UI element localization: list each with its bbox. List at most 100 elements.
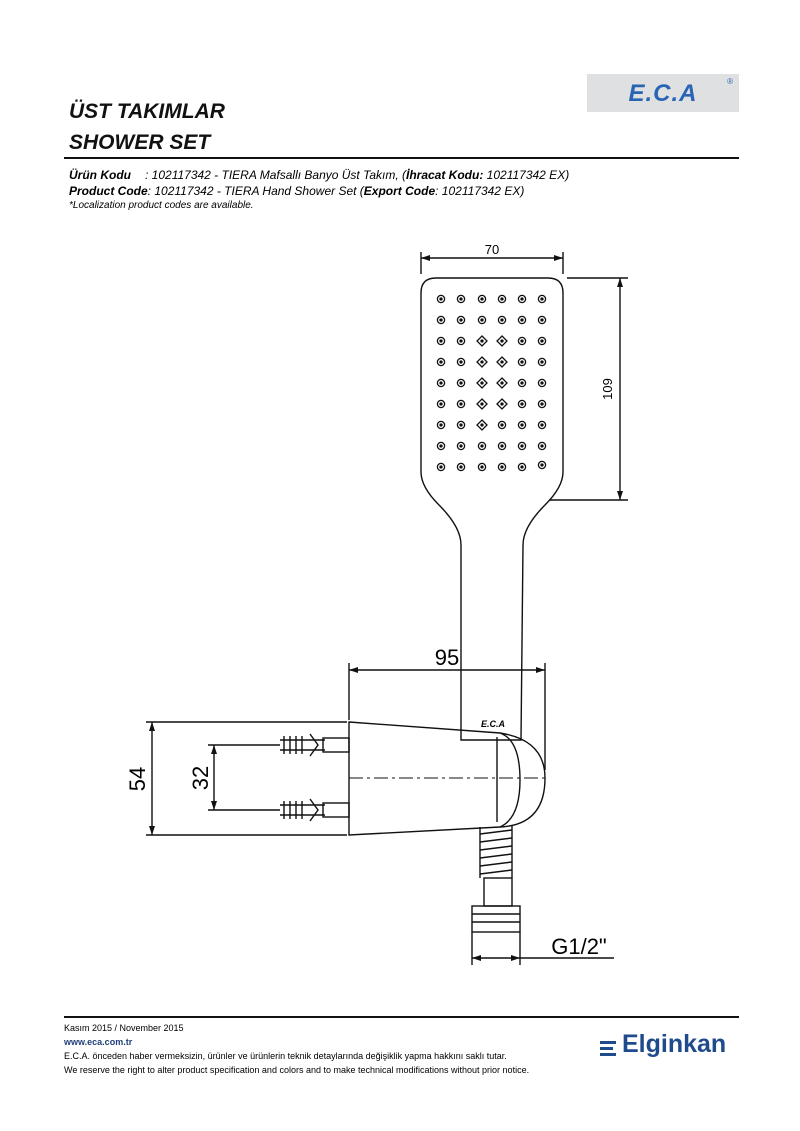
nozzle-diamond	[496, 356, 508, 368]
nozzle-diamond-dot	[480, 423, 484, 427]
nozzle-ring	[537, 378, 547, 388]
page-title-en: SHOWER SET	[69, 131, 211, 154]
nozzle-dot	[439, 381, 443, 385]
product-code-tr-label: Ürün Kodu	[69, 168, 131, 182]
nozzle-diamond	[476, 419, 488, 431]
nozzle-dot	[480, 465, 484, 469]
nozzle-ring	[517, 315, 527, 325]
dim-width-label: 70	[485, 242, 499, 257]
nozzle-diamond-dot	[480, 381, 484, 385]
nozzle-dot	[439, 444, 443, 448]
nozzle-dot	[540, 463, 544, 467]
nozzle-diamond-dot	[500, 339, 504, 343]
nozzle-ring	[436, 420, 446, 430]
nozzle-ring	[456, 441, 466, 451]
nozzle-ring	[497, 315, 507, 325]
nozzle-dot	[459, 360, 463, 364]
nozzle-ring	[517, 399, 527, 409]
nozzle-diamond	[496, 398, 508, 410]
nozzle-ring	[497, 462, 507, 472]
footer-disclaimer-en: We reserve the right to alter product sp…	[64, 1065, 530, 1075]
nozzle-ring	[456, 336, 466, 346]
nozzle-ring	[537, 399, 547, 409]
export-code-en-value: : 102117342 EX)	[435, 184, 525, 198]
nozzle-ring	[436, 294, 446, 304]
nozzle-diamond-dot	[500, 360, 504, 364]
nozzle-diamond-dot	[500, 402, 504, 406]
dim-screw-label: 32	[188, 766, 213, 790]
nozzle-diamond-dot	[480, 339, 484, 343]
nozzle-dot	[459, 381, 463, 385]
nozzle-ring	[477, 315, 487, 325]
export-code-en-label: Export Code	[363, 184, 436, 198]
nozzle-dot	[540, 444, 544, 448]
nozzle-ring	[517, 378, 527, 388]
nozzle-dot	[459, 339, 463, 343]
nozzle-dot	[459, 465, 463, 469]
nozzle-diamond	[476, 377, 488, 389]
holder-cup	[499, 732, 521, 828]
nozzle-dot	[520, 360, 524, 364]
nozzle-dot	[459, 402, 463, 406]
shower-head-outline	[420, 277, 564, 741]
nozzle-ring	[477, 441, 487, 451]
export-code-tr-label: İhracat Kodu:	[406, 168, 484, 182]
header-divider	[64, 157, 739, 159]
export-code-tr-value: 102117342 EX)	[483, 168, 570, 182]
nozzle-dot	[500, 423, 504, 427]
nozzle-dot	[439, 423, 443, 427]
dim-holder-label: 54	[125, 767, 150, 791]
nozzle-ring	[456, 315, 466, 325]
nozzle-ring	[537, 294, 547, 304]
holder-eca-mark: E.C.A	[481, 719, 505, 729]
nozzle-dot	[500, 318, 504, 322]
dim-thread-label: G1/2"	[551, 934, 607, 959]
nozzle-dot	[520, 339, 524, 343]
shower-hose	[471, 825, 521, 933]
nozzle-ring	[477, 294, 487, 304]
nozzle-ring	[456, 399, 466, 409]
wall-anchor-top	[280, 733, 350, 757]
nozzle-ring	[436, 336, 446, 346]
footer-website[interactable]: www.eca.com.tr	[64, 1037, 133, 1047]
eca-logo: E.C.A ®	[587, 74, 739, 112]
nozzle-dot	[459, 444, 463, 448]
nozzle-diamond	[496, 335, 508, 347]
nozzle-dot	[520, 444, 524, 448]
nozzle-ring	[537, 357, 547, 367]
nozzle-ring	[497, 441, 507, 451]
nozzle-ring	[436, 357, 446, 367]
product-code-en-value: : 102117342 - TIERA Hand Shower Set (	[147, 184, 364, 198]
nozzle-diamond	[496, 377, 508, 389]
localization-note: *Localization product codes are availabl…	[69, 200, 254, 211]
nozzle-ring	[436, 441, 446, 451]
nozzle-dot	[520, 423, 524, 427]
spray-nozzles	[436, 294, 547, 472]
nozzle-ring	[537, 315, 547, 325]
footer-divider	[64, 1016, 739, 1018]
nozzle-dot	[540, 402, 544, 406]
nozzle-dot	[439, 360, 443, 364]
nozzle-ring	[517, 294, 527, 304]
nozzle-ring	[436, 462, 446, 472]
nozzle-dot	[480, 318, 484, 322]
nozzle-ring	[456, 420, 466, 430]
nozzle-diamond	[476, 356, 488, 368]
nozzle-ring	[517, 462, 527, 472]
elginkan-logo-icon	[600, 1041, 616, 1056]
nozzle-ring	[517, 420, 527, 430]
dim-height-label: 109	[600, 378, 615, 400]
nozzle-ring	[436, 315, 446, 325]
nozzle-dot	[500, 297, 504, 301]
nozzle-dot	[459, 318, 463, 322]
nozzle-ring	[517, 357, 527, 367]
nozzle-ring	[537, 336, 547, 346]
nozzle-dot	[439, 297, 443, 301]
registered-mark: ®	[727, 77, 733, 86]
nozzle-dot	[439, 402, 443, 406]
nozzle-ring	[517, 336, 527, 346]
nozzle-dot	[439, 318, 443, 322]
nozzle-dot	[540, 381, 544, 385]
nozzle-dot	[520, 297, 524, 301]
